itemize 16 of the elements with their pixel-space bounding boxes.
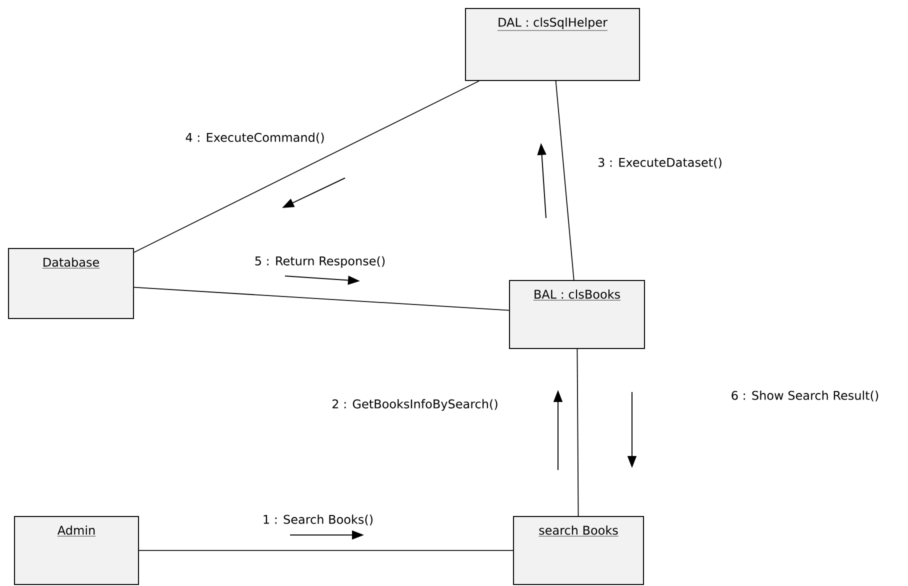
object-box: Admin xyxy=(14,516,139,585)
message-label: 6 : Show Search Result() xyxy=(732,390,878,402)
object-box: DAL : clsSqlHelper xyxy=(465,8,640,81)
link-line xyxy=(555,80,574,280)
message-label: 3 : ExecuteDataset() xyxy=(598,158,722,168)
link-line xyxy=(138,550,514,551)
object-box: Database xyxy=(8,248,134,319)
message-label: 4 : ExecuteCommand() xyxy=(186,132,324,144)
object-box: search Books xyxy=(513,516,644,585)
message-label: 1 : Search Books() xyxy=(264,514,373,526)
object-box: BAL : clsBooks xyxy=(509,280,645,349)
message-label: 2 : GetBooksInfoBySearch() xyxy=(332,399,498,411)
message-label: 5 : Return Response() xyxy=(255,256,385,268)
link-line xyxy=(134,80,480,253)
link-line xyxy=(576,348,579,516)
link-line xyxy=(134,286,510,311)
